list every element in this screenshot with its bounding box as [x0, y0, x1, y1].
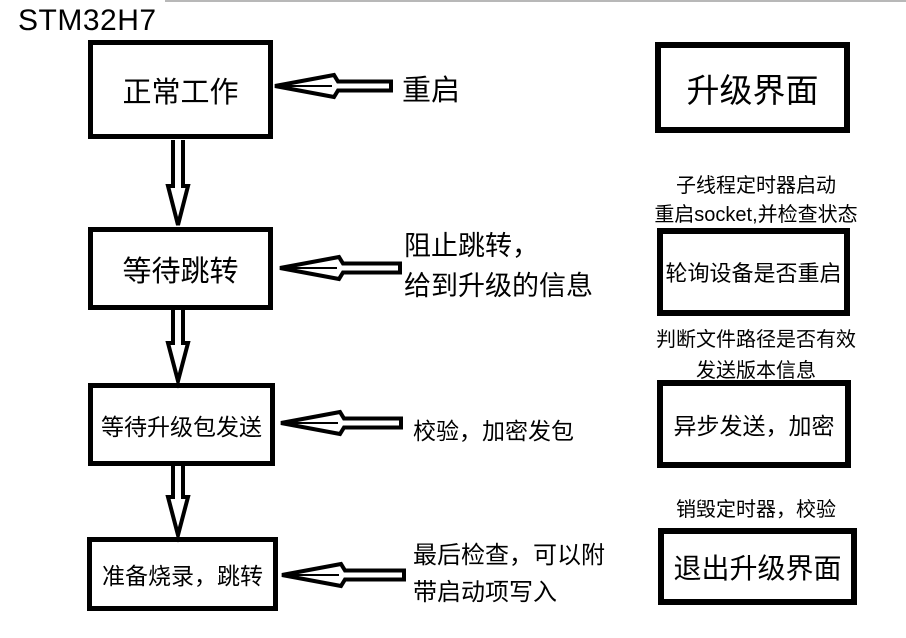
annotation-final-check: 最后检查，可以附 带启动项写入	[413, 537, 605, 611]
down-arrow-2	[165, 310, 191, 389]
flow-box-wait-upgrade-package: 等待升级包发送	[88, 383, 275, 466]
annotation-line: 判断文件路径是否有效	[656, 329, 856, 351]
annotation-verify-encrypt: 校验，加密发包	[413, 412, 574, 446]
annotation-line: 校验，加密发包	[413, 418, 574, 444]
box-label: 退出升级界面	[673, 552, 842, 584]
box-label: 轮询设备是否重启	[665, 261, 842, 286]
annotation-destroy-timer-verify: 销毁定时器，校验	[622, 493, 890, 522]
flow-box-async-send-encrypt: 异步发送，加密	[657, 380, 851, 468]
left-arrow-final-check	[281, 561, 406, 589]
annotation-line: 最后检查，可以附	[413, 542, 605, 569]
box-label: 准备烧录，跳转	[102, 563, 263, 589]
left-arrow-restart	[274, 72, 393, 100]
annotation-restart: 重启	[402, 67, 460, 109]
annotation-line: 给到升级的信息	[404, 271, 593, 301]
down-arrow-1	[165, 140, 191, 226]
box-label: 异步发送，加密	[673, 413, 835, 439]
box-label: 等待跳转	[122, 255, 239, 288]
box-label: 升级界面	[686, 71, 819, 109]
annotation-line: 重启	[402, 75, 461, 107]
flow-box-wait-jump: 等待跳转	[88, 227, 273, 310]
page-title: STM32H7	[18, 4, 157, 37]
box-label: 等待升级包发送	[101, 413, 262, 440]
flow-box-prepare-flash-jump: 准备烧录，跳转	[87, 537, 278, 611]
annotation-check-path-send-version: 判断文件路径是否有效 发送版本信息	[622, 325, 890, 387]
left-arrow-block-jump	[279, 254, 402, 282]
annotation-line: 带启动项写入	[413, 579, 557, 606]
annotation-line: 销毁定时器，校验	[676, 499, 836, 521]
annotation-block-jump: 阻止跳转， 给到升级的信息	[404, 226, 593, 306]
flow-box-poll-device-restart: 轮询设备是否重启	[657, 228, 850, 316]
flow-box-exit-upgrade-ui: 退出升级界面	[658, 528, 857, 605]
annotation-line: 子线程定时器启动	[676, 175, 836, 197]
annotation-line: 重启socket,并检查状态	[654, 204, 858, 226]
flow-box-upgrade-ui: 升级界面	[655, 42, 850, 133]
left-arrow-verify-encrypt	[280, 409, 403, 437]
annotation-line: 阻止跳转，	[404, 231, 539, 261]
down-arrow-3	[165, 466, 191, 543]
box-label: 正常工作	[122, 76, 239, 109]
annotation-timer-start-socket: 子线程定时器启动 重启socket,并检查状态	[622, 172, 890, 230]
flow-box-normal-operation: 正常工作	[88, 40, 273, 139]
annotation-line: 发送版本信息	[696, 360, 816, 382]
top-divider-line	[165, 0, 906, 2]
